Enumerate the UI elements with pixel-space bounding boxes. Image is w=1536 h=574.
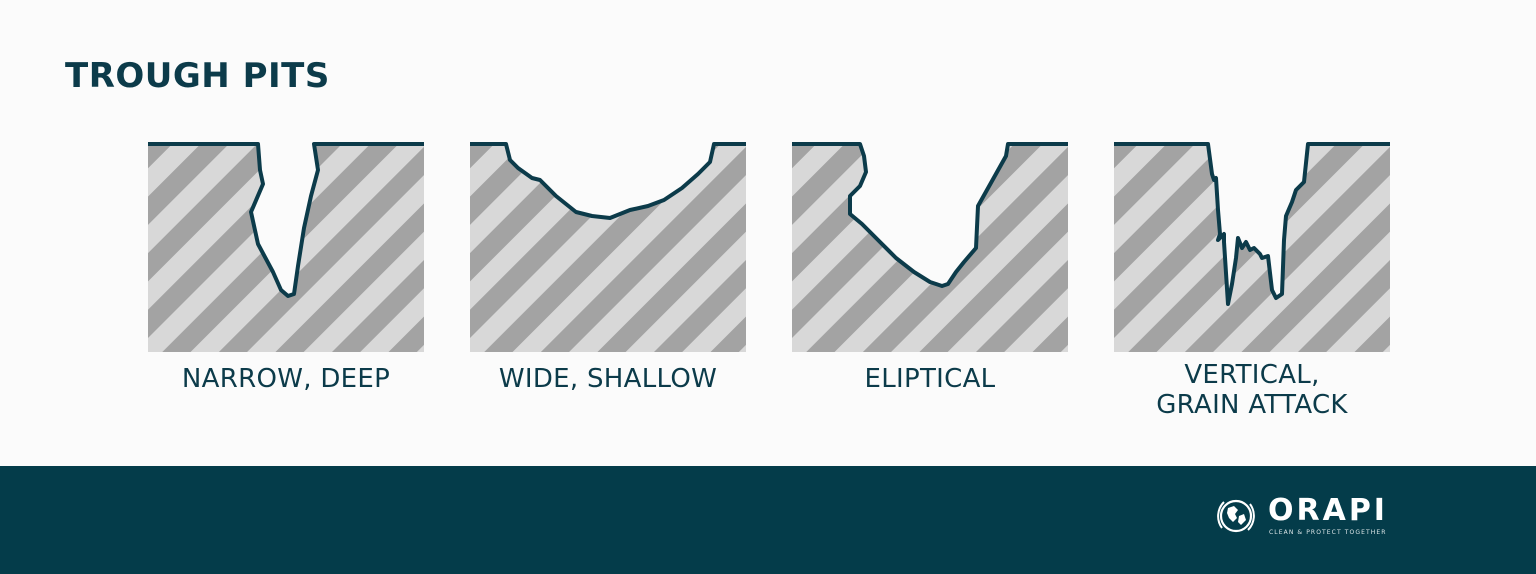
pit-label: WIDE, SHALLOW: [470, 364, 746, 394]
logo-tagline: CLEAN & PROTECT TOGETHER: [1269, 529, 1387, 536]
pit-label: VERTICAL, GRAIN ATTACK: [1114, 360, 1390, 420]
pit-wide-shallow-diagram: [470, 142, 746, 352]
logo-wordmark: ORAPI: [1268, 493, 1388, 528]
pit-wide-shallow: WIDE, SHALLOW: [470, 140, 746, 394]
globe-icon: [1217, 499, 1255, 533]
pit-eliptical: ELIPTICAL: [792, 140, 1068, 394]
pit-label-line: ELIPTICAL: [864, 364, 996, 394]
footer-bar: ORAPI CLEAN & PROTECT TOGETHER: [0, 466, 1536, 574]
pit-label-line: GRAIN ATTACK: [1156, 390, 1348, 420]
orapi-logo: ORAPI CLEAN & PROTECT TOGETHER: [1216, 493, 1416, 544]
pit-label-line: NARROW, DEEP: [181, 364, 391, 394]
pit-label: NARROW, DEEP: [148, 364, 424, 394]
page-title: TROUGH PITS: [65, 56, 330, 96]
pit-eliptical-diagram: [792, 142, 1068, 352]
pit-vertical-grain-attack-diagram: [1114, 142, 1390, 352]
pit-narrow-deep: NARROW, DEEP: [148, 140, 424, 394]
pit-label: ELIPTICAL: [792, 364, 1068, 394]
pit-label-line: VERTICAL,: [1184, 360, 1320, 390]
pit-narrow-deep-diagram: [148, 142, 424, 352]
pit-label-line: WIDE, SHALLOW: [498, 364, 718, 394]
pit-vertical-grain-attack: VERTICAL, GRAIN ATTACK: [1114, 140, 1390, 420]
